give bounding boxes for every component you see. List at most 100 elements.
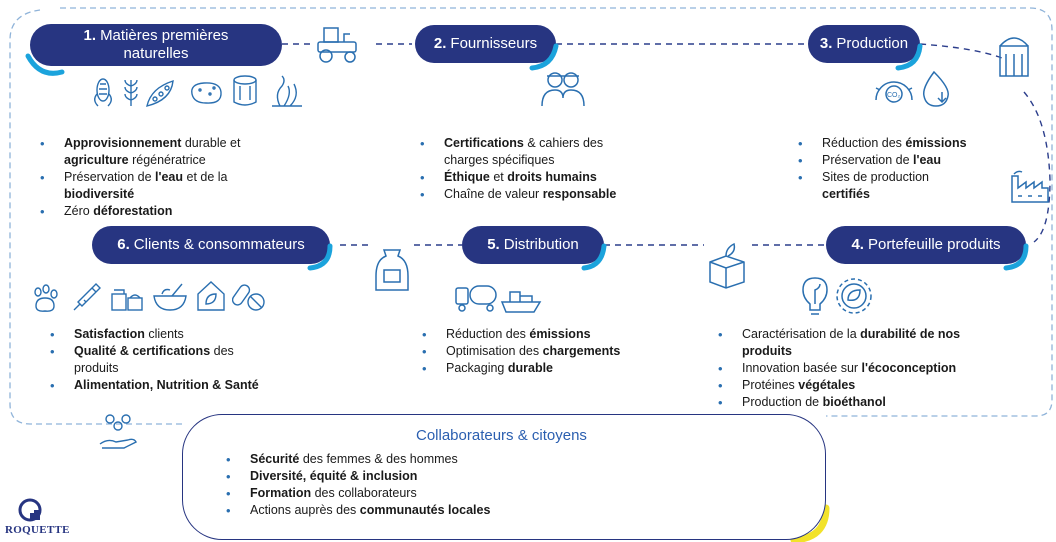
bullet-dot: • xyxy=(718,378,723,393)
sack-icon xyxy=(372,246,412,294)
list-item: charges spécifiques xyxy=(444,152,704,169)
list-item: •Innovation basée sur l'écoconception xyxy=(718,360,1042,377)
bullet-dot: • xyxy=(422,344,427,359)
list-text-segment: Optimisation des xyxy=(446,344,543,358)
list-text-segment: Diversité, équité & inclusion xyxy=(250,469,418,483)
bullet-dot: • xyxy=(718,361,723,376)
list-text-segment: Réduction des xyxy=(446,327,530,341)
production-list: • Réduction des émissions • Préservation de… xyxy=(798,135,1052,203)
list-text-segment: Packaging xyxy=(446,361,508,375)
bullet-dot: • xyxy=(798,153,803,168)
list-item: •Éthique et droits humains xyxy=(420,169,704,186)
stage-5-number: 5. xyxy=(487,236,500,253)
list-item: •Packaging durable xyxy=(422,360,706,377)
bullet-dot: • xyxy=(420,187,425,202)
list-item: •Certifications & cahiers des xyxy=(420,135,704,152)
list-text-segment: clients xyxy=(144,327,184,341)
list-text-segment: des xyxy=(210,344,234,358)
stage-2-accent-arc xyxy=(529,43,559,71)
list-text-segment: bioéthanol xyxy=(822,395,886,409)
list-text-segment: Sites de production xyxy=(822,170,930,184)
bullet-dot: • xyxy=(226,452,231,467)
bullet-dot: • xyxy=(226,469,231,484)
paw-icon xyxy=(30,284,60,314)
list-text-segment: durabilité de nos xyxy=(860,327,961,341)
distribution-list: •Réduction des émissions•Optimisation de… xyxy=(422,326,706,377)
stage-3-pill: 3.Production xyxy=(808,25,920,63)
list-text-segment: Préservation de xyxy=(822,153,914,167)
corn-icon xyxy=(90,76,116,108)
stage-6-label: Clients & consommateurs xyxy=(133,236,305,253)
list-item: biodiversité xyxy=(64,186,324,203)
list-text-segment: Qualité & certifications xyxy=(74,344,211,358)
bullet-dot: • xyxy=(226,486,231,501)
list-item: •Préservation de l'eau et de la xyxy=(40,169,324,186)
list-text-segment: & cahiers des xyxy=(523,136,604,150)
capsules-icon xyxy=(232,282,266,312)
list-text-segment: durable xyxy=(507,361,554,375)
list-text-segment: Production de xyxy=(742,395,823,409)
roquette-logo-icon xyxy=(18,498,42,522)
outer-loop-line xyxy=(9,7,1053,425)
list-text-segment: des femmes & des hommes xyxy=(299,452,458,466)
list-text-segment: Chaîne de valeur xyxy=(444,187,543,201)
list-text-segment: Satisfaction xyxy=(74,327,145,341)
water-drop-icon xyxy=(920,70,952,108)
list-item: •Protéines végétales xyxy=(718,377,1042,394)
list-text-segment: végétales xyxy=(798,378,856,392)
wood-log-icon xyxy=(230,74,260,108)
clients-list: •Satisfaction clients•Qualité & certific… xyxy=(50,326,334,394)
collab-yellow-arc xyxy=(790,504,830,542)
list-item: •Production de bioéthanol xyxy=(718,394,1042,411)
silo-icon xyxy=(994,30,1034,78)
bullet-dot: • xyxy=(40,204,45,219)
list-item: •Actions auprès des communautés locales xyxy=(226,502,590,519)
bullet-dot: • xyxy=(718,327,723,342)
tractor-icon xyxy=(314,24,362,64)
bullet-dot: • xyxy=(422,327,427,342)
trucks-ship-icon xyxy=(454,280,544,314)
list-text-segment: Approvisionnement xyxy=(64,136,182,150)
list-text-segment: Alimentation, Nutrition & Santé xyxy=(74,378,259,392)
product-box-icon xyxy=(704,242,750,290)
co2-gauge-icon: CO₂ xyxy=(872,70,916,108)
potato-icon xyxy=(188,80,224,106)
list-item: certifiés xyxy=(822,186,1052,203)
stage-3-number: 3. xyxy=(819,35,833,52)
stage-1-label-line2: naturelles xyxy=(123,45,189,62)
list-text-segment: Réduction des xyxy=(822,136,906,150)
list-text-segment: émissions xyxy=(905,136,967,150)
list-item: •Optimisation des chargements xyxy=(422,343,706,360)
seaweed-icon xyxy=(270,74,304,108)
bullet-dot: • xyxy=(50,344,55,359)
stage-5-accent-arc xyxy=(581,243,607,271)
list-item: produits xyxy=(742,343,1042,360)
list-text-segment: produits xyxy=(742,344,792,358)
bullet-dot: • xyxy=(40,170,45,185)
list-text-segment: et xyxy=(489,170,508,184)
bullet-dot: • xyxy=(798,136,803,151)
gear-leaf-icon xyxy=(834,276,874,316)
community-hand-icon xyxy=(98,412,138,450)
bullet-dot: • xyxy=(40,136,45,151)
collaborators-box xyxy=(182,414,826,540)
list-text-segment: communautés locales xyxy=(359,503,491,517)
list-item: •Satisfaction clients xyxy=(50,326,334,343)
bullet-dot: • xyxy=(420,170,425,185)
stage-6-pill: 6.Clients & consommateurs xyxy=(92,226,330,264)
stage-1-label-line1: Matières premières xyxy=(100,27,229,44)
svg-text:CO₂: CO₂ xyxy=(887,92,901,99)
list-item: • Qualité & certifications des xyxy=(50,343,334,360)
list-item: •Formation des collaborateurs xyxy=(226,485,590,502)
stage-3-accent-arc xyxy=(895,43,923,71)
list-item: agriculture régénératrice xyxy=(64,152,324,169)
list-text-segment: l'eau xyxy=(155,170,184,184)
list-text-segment: des collaborateurs xyxy=(311,486,417,500)
bowl-icon xyxy=(152,282,188,312)
stage-2-number: 2. xyxy=(433,35,447,52)
bullet-dot: • xyxy=(50,378,55,393)
collaborators-title: Collaborateurs & citoyens xyxy=(416,427,587,444)
bullet-dot: • xyxy=(420,136,425,151)
